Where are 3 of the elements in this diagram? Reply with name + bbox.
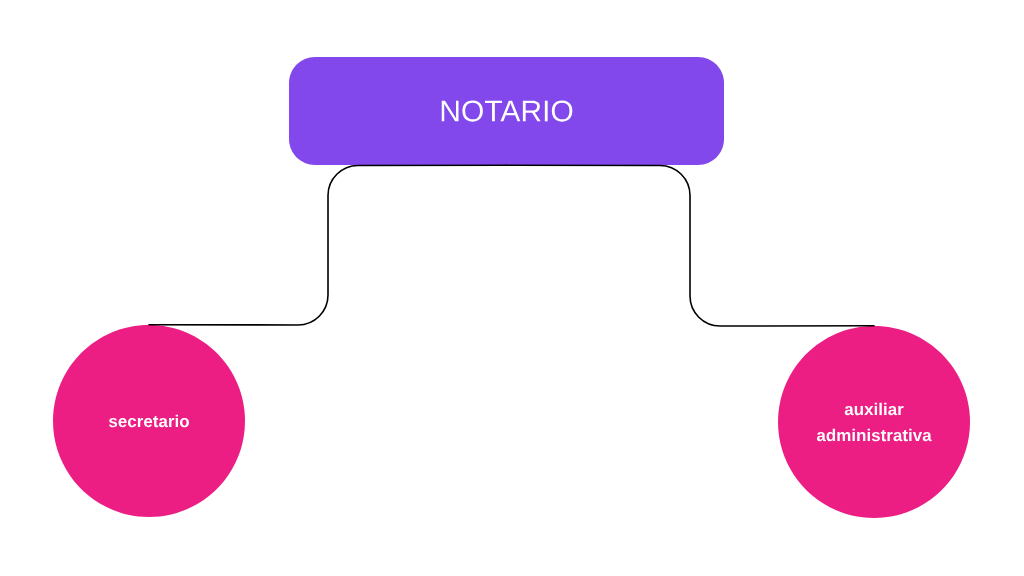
connector-line xyxy=(505,164,875,327)
role-box: NOTARIO xyxy=(289,57,724,165)
connector-line xyxy=(148,164,508,326)
